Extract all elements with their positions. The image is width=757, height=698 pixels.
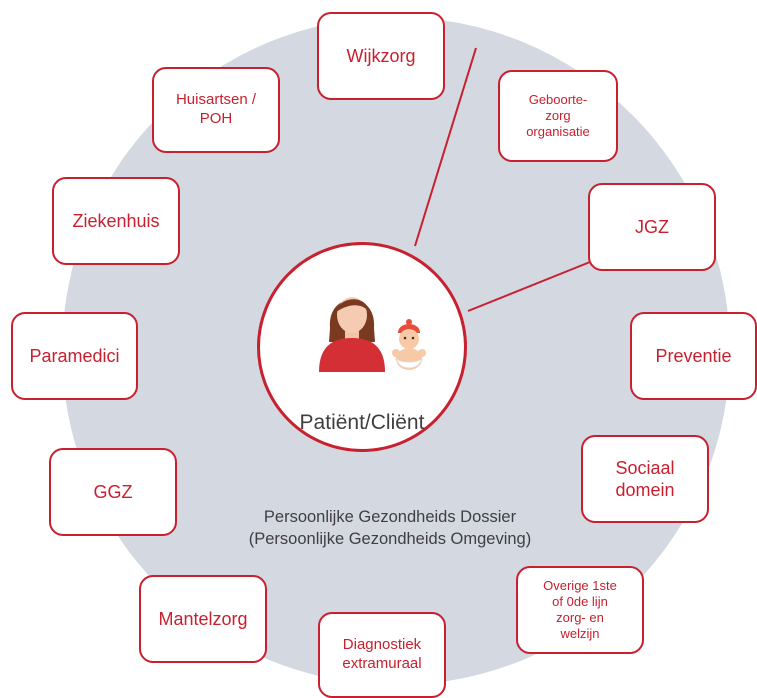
box-geboortezorg[interactable]: Geboorte- zorg organisatie: [498, 70, 618, 162]
box-overige[interactable]: Overige 1ste of 0de lijn zorg- en welzij…: [516, 566, 644, 654]
dossier-caption: Persoonlijke Gezondheids Dossier (Persoo…: [180, 507, 600, 551]
box-mantelzorg[interactable]: Mantelzorg: [139, 575, 267, 663]
box-jgz[interactable]: JGZ: [588, 183, 716, 271]
woman-icon: [319, 297, 385, 372]
box-ggz[interactable]: GGZ: [49, 448, 177, 536]
box-diagnostiek[interactable]: Diagnostiek extramuraal: [318, 612, 446, 698]
box-ziekenhuis[interactable]: Ziekenhuis: [52, 177, 180, 265]
connector-wijkzorg: [414, 47, 477, 247]
dossier-subtitle: (Persoonlijke Gezondheids Omgeving): [248, 529, 532, 548]
patient-circle: Patiënt/Cliënt: [257, 242, 467, 452]
connector-jgz: [467, 261, 591, 312]
box-paramedici[interactable]: Paramedici: [11, 312, 138, 400]
baby-icon: [392, 319, 426, 370]
patient-label: Patiënt/Cliënt: [299, 411, 425, 434]
dossier-title: Persoonlijke Gezondheids Dossier: [263, 508, 517, 526]
box-preventie[interactable]: Preventie: [630, 312, 757, 400]
box-wijkzorg[interactable]: Wijkzorg: [317, 12, 445, 100]
box-sociaal-domein[interactable]: Sociaal domein: [581, 435, 709, 523]
box-huisartsen[interactable]: Huisartsen / POH: [152, 67, 280, 153]
